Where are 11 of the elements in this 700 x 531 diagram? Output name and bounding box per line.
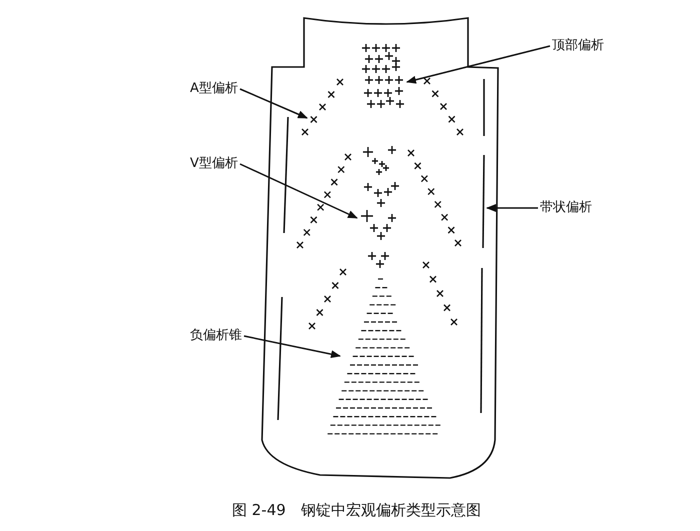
- leader-line: [240, 88, 308, 119]
- leader-line: [406, 45, 550, 84]
- part-label: 负偏析锥: [190, 328, 242, 344]
- figure-caption: 图 2-49 钢锭中宏观偏析类型示意图: [232, 502, 481, 518]
- leader-line: [244, 335, 341, 358]
- part-label: 顶部偏析: [552, 38, 604, 54]
- part-label: 带状偏析: [540, 200, 592, 216]
- part-label: A型偏析: [190, 81, 238, 97]
- leader-line: [240, 163, 358, 219]
- part-label: V型偏析: [190, 156, 238, 172]
- leader-line: [486, 204, 538, 212]
